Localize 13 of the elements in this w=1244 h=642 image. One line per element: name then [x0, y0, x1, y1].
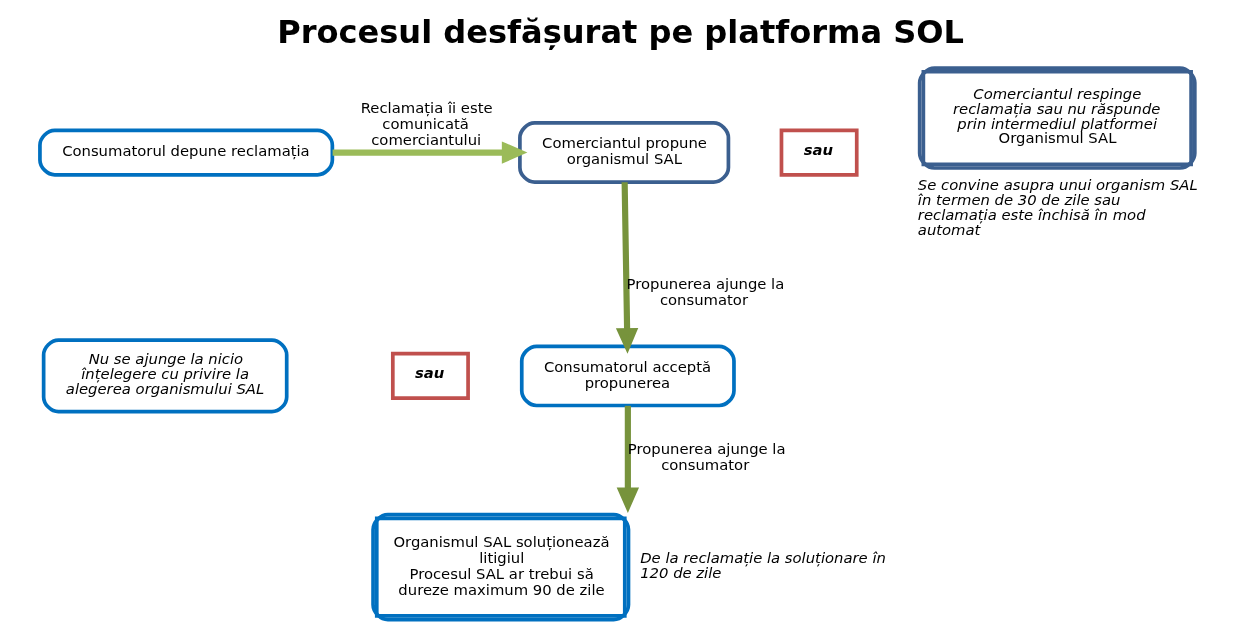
node-box: sau: [779, 128, 859, 177]
arrow: [615, 182, 639, 354]
diagram-title: Procesul desfășurat pe platforma SOL: [277, 12, 965, 51]
arrow: [616, 405, 640, 513]
node-box: Comerciantul propune organismul SAL: [518, 121, 731, 185]
node-box: Consumatorul acceptă propunerea: [519, 344, 736, 408]
node-label: De la reclamație la soluționare în 120 de zile: [640, 548, 886, 581]
edge-label: Reclamația îi este comunicată comerciantului: [360, 98, 493, 148]
node-box: Consumatorul depune reclamația: [38, 128, 335, 177]
node-box: sau: [390, 351, 470, 400]
node-label: Se convine asupra unui organism SAL în termen de 30 de zile sau reclamația este închisă în mod automat: [917, 176, 1198, 238]
node-box: Nu se ajunge la nicio înțelegere cu privire la alegerea organismului SAL: [41, 338, 289, 414]
arrow: [332, 141, 528, 164]
